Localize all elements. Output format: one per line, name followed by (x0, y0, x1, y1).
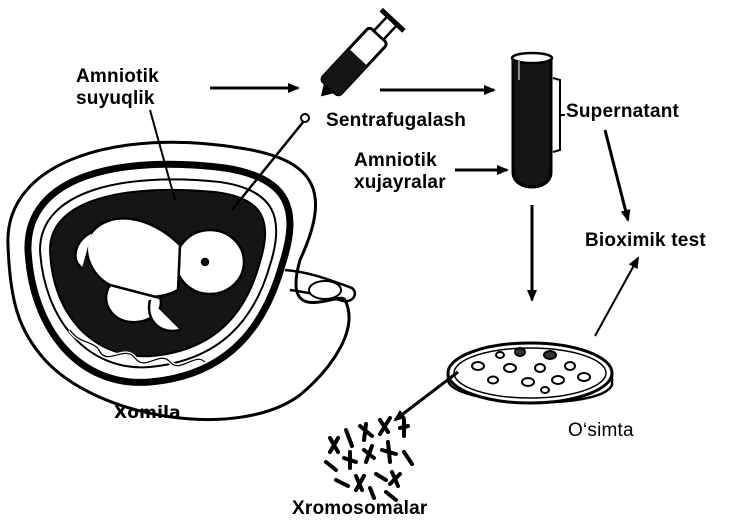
petri-dish (448, 343, 612, 403)
label-centrifugation: Sentrafugalash (326, 110, 466, 132)
pointer-fluid-to-cavity (150, 110, 175, 200)
arrow-dish-to-chromosomes (395, 372, 458, 420)
label-amniotic-fluid: Amniotik suyuqlik (76, 66, 159, 110)
label-chromosomes: Xromosomalar (292, 498, 427, 520)
label-amniotic-fluid-line1: Amniotik (76, 66, 159, 88)
label-amniotic-fluid-line2: suyuqlik (76, 88, 159, 110)
label-amniotic-cells-line2: xujayralar (354, 172, 446, 194)
label-biochemical-test: Bioximik test (585, 230, 706, 252)
label-supernatant: Supernatant (566, 101, 679, 123)
uterus-illustration (8, 142, 355, 419)
test-tube (512, 53, 565, 187)
chromosome-spread (326, 418, 412, 500)
arrow-dish-to-test (595, 258, 638, 336)
label-culture: O‘simta (568, 420, 634, 442)
label-amniotic-cells: Amniotik xujayralar (354, 150, 446, 194)
supernatant-bracket (553, 78, 565, 152)
label-fetus: Xomila (114, 402, 181, 424)
arrow-supernatant-to-test (605, 130, 628, 220)
label-amniotic-cells-line1: Amniotik (354, 150, 446, 172)
syringe-needle (232, 116, 308, 210)
